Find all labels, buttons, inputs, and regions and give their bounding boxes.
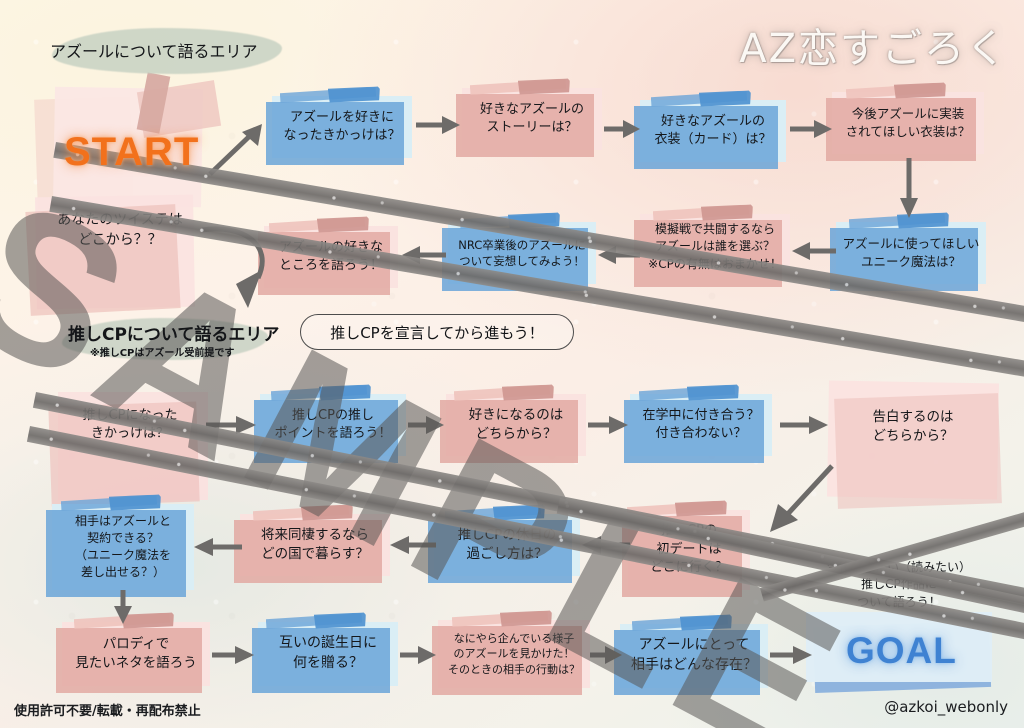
card-c16-text: 推しCPの休日の 過ごし方は？ xyxy=(457,526,557,562)
brush-azul-area xyxy=(52,28,282,74)
card-c4-text: 今後アズールに実装 されてほしい衣装は？ xyxy=(845,106,971,139)
card-c20-text: 互いの誕生日に 何を贈る？ xyxy=(279,635,377,671)
card-c19[interactable]: パロディで 見たいネタを語ろう xyxy=(56,622,210,693)
arrow-c14-to-c15 xyxy=(756,462,836,536)
card-c1[interactable]: アズールを好きに なったきかっけは？ xyxy=(266,96,412,165)
card-c4[interactable]: 今後アズールに実装 されてほしい衣装は？ xyxy=(826,92,984,161)
card-c2-text: 好きなアズールの ストーリーは？ xyxy=(479,101,584,135)
arrow-c19-to-c20 xyxy=(212,644,254,666)
arrow-c2-to-c3 xyxy=(604,118,640,140)
card-c9[interactable]: あなたのツイステは どこから？？ xyxy=(40,200,200,262)
card-c3[interactable]: 好きなアズールの 衣装（カード）は？ xyxy=(634,100,786,169)
arrow-c10-to-c11 xyxy=(206,414,256,436)
card-c6-text: 模擬戦で共闘するなら アズールは誰を選ぶ？ ※CPの有無はおまかせ！ xyxy=(648,222,782,271)
card-c3-text: 好きなアズールの 衣装（カード）は？ xyxy=(654,113,772,147)
card-c22[interactable]: アズールにとって 相手はどんな存在？ xyxy=(614,624,768,695)
card-c7[interactable]: NRC卒業後のアズールに ついて妄想してみよう！ xyxy=(442,222,596,291)
card-c21[interactable]: なにやら企んでいる様子 のアズールを見かけた！ そのときの相手の行動は？ xyxy=(432,620,590,695)
card-c5-text: アズールに使ってほしい ユニーク魔法は？ xyxy=(842,236,980,269)
arrow-c6-to-c7 xyxy=(598,244,640,266)
arrow-c16-to-c17 xyxy=(390,534,436,556)
card-c17[interactable]: 将来同棲するなら どの国で暮らす？ xyxy=(234,514,390,583)
card-c12[interactable]: 好きになるのは どちらから？ xyxy=(440,394,586,463)
footer-handle-text: @azkoi_webonly xyxy=(884,698,1008,716)
card-c2[interactable]: 好きなアズールの ストーリーは？ xyxy=(456,88,602,157)
card-c23[interactable]: 今後書きたい（読みたい） 推しCP作品に ついて語ろう！ xyxy=(806,552,992,618)
arrow-c17-to-c18 xyxy=(194,536,242,558)
page-title: AZ恋すごろく xyxy=(739,26,1008,72)
card-c12-text: 好きになるのは どちらから？ xyxy=(468,406,564,442)
card-c15-text: 推しCPの 初デートは どこに行く？ xyxy=(650,523,728,576)
goal-label: GOAL xyxy=(846,630,957,671)
card-c8-text: アズールの好きな ところを語ろう！ xyxy=(278,239,383,273)
card-c15[interactable]: 推しCPの 初デートは どこに行く？ xyxy=(622,510,750,597)
card-c11-text: 推しCPの推し ポイントを語ろう！ xyxy=(274,407,392,441)
card-c14[interactable]: 告白するのは どちらから？ xyxy=(840,396,986,458)
arrow-c15-to-c16 xyxy=(582,534,630,556)
card-c1-text: アズールを好きに なったきかっけは？ xyxy=(283,109,401,143)
card-c9-text: あなたのツイステは どこから？？ xyxy=(57,212,183,248)
region-note-oshicp-area: ※推しCPはアズール受前提です xyxy=(90,348,235,359)
arrow-c13-to-c14 xyxy=(780,414,828,436)
arrow-c11-to-c12 xyxy=(408,414,444,436)
card-c22-text: アズールにとって 相手はどんな存在？ xyxy=(631,637,757,673)
card-c21-text: なにやら企んでいる様子 のアズールを見かけた！ そのときの相手の行動は？ xyxy=(448,631,580,676)
region-label-azul-area: アズールについて語るエリア xyxy=(50,42,258,61)
card-c10[interactable]: 推しCPになった きかっけは？ xyxy=(56,394,204,456)
card-c17-text: 将来同棲するなら どの国で暮らす？ xyxy=(261,526,369,562)
card-c10-text: 推しCPになった きかっけは？ xyxy=(82,407,178,441)
oshicp-declare-text: 推しCPを宣言してから進もう！ xyxy=(330,323,544,342)
arrow-c5-to-c6 xyxy=(792,240,836,262)
card-c5[interactable]: アズールに使ってほしい ユニーク魔法は？ xyxy=(830,222,986,291)
card-c20[interactable]: 互いの誕生日に 何を贈る？ xyxy=(252,622,398,693)
card-c11[interactable]: 推しCPの推し ポイントを語ろう！ xyxy=(254,394,406,463)
card-c18-text: 相手はアズールと 契約できる？ （ユニーク魔法を 差し出せる？） xyxy=(74,513,171,580)
arrow-c21-to-c22 xyxy=(590,644,622,666)
arrow-c20-to-c21 xyxy=(400,644,436,666)
arrow-c22-to-goal xyxy=(770,644,812,666)
arrow-c18-to-c19 xyxy=(112,590,134,624)
arrow-c8-to-oshicp-area xyxy=(196,222,286,318)
card-c18[interactable]: 相手はアズールと 契約できる？ （ユニーク魔法を 差し出せる？） xyxy=(46,504,194,597)
card-c13[interactable]: 在学中に付き合う？ 付き合わない？ xyxy=(624,394,772,463)
arrow-c12-to-c13 xyxy=(588,414,628,436)
footer-left-text: 使用許可不要/転載・再配布禁止 xyxy=(14,704,201,719)
arrow-c4-to-c5 xyxy=(898,158,920,218)
card-c23-text: 今後書きたい（読みたい） 推しCP作品に ついて語ろう！ xyxy=(826,560,971,609)
card-c19-text: パロディで 見たいネタを語ろう xyxy=(75,635,197,671)
region-label-oshicp-area: 推しCPについて語るエリア xyxy=(68,325,280,345)
card-c7-text: NRC卒業後のアズールに ついて妄想してみよう！ xyxy=(458,237,586,268)
card-c16[interactable]: 推しCPの休日の 過ごし方は？ xyxy=(428,514,580,583)
arrow-c3-to-c4 xyxy=(790,118,832,140)
oshicp-declare-callout: 推しCPを宣言してから進もう！ xyxy=(300,314,574,350)
card-c6[interactable]: 模擬戦で共闘するなら アズールは誰を選ぶ？ ※CPの有無はおまかせ！ xyxy=(634,214,790,287)
card-c13-text: 在学中に付き合う？ 付き合わない？ xyxy=(642,407,760,441)
arrow-c7-to-c8 xyxy=(402,244,446,266)
card-c14-text: 告白するのは どちらから？ xyxy=(872,408,954,444)
arrow-start-to-c1 xyxy=(206,122,268,178)
start-label: START xyxy=(64,130,200,174)
arrow-c1-to-c2 xyxy=(416,114,460,136)
